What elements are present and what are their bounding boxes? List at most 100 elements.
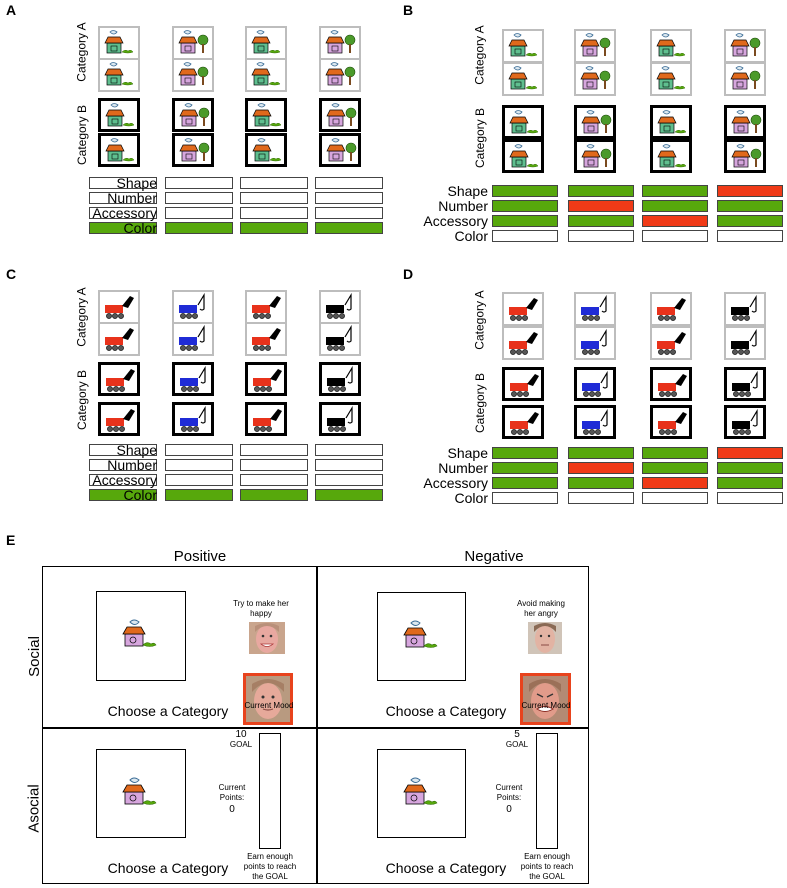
- house-stimulus-card: [650, 105, 692, 139]
- house-stimulus-card: [574, 105, 616, 139]
- feature-indicator-bar: [89, 207, 157, 219]
- points-progress-bar-negative: [536, 733, 558, 849]
- feature-color-c: Color: [123, 487, 157, 503]
- feature-indicator-bar: [240, 192, 308, 204]
- house-icon: [656, 66, 686, 90]
- truck-icon: [582, 370, 608, 397]
- feature-color-b: Color: [454, 228, 488, 244]
- truck-stimulus-card: [502, 367, 544, 401]
- truck-stimulus-card: [172, 402, 214, 436]
- feature-indicator-bar: [315, 207, 383, 219]
- truck-stimulus-card: [502, 292, 544, 326]
- truck-stimulus-card: [724, 367, 766, 401]
- truck-stimulus-card: [319, 322, 361, 356]
- truck-icon: [732, 408, 758, 435]
- feature-indicator-bar: [315, 489, 383, 501]
- house-stimulus-card: [245, 133, 287, 167]
- house-stimulus-card: [319, 133, 361, 167]
- feature-indicator-bar: [717, 215, 783, 227]
- truck-stimulus-card: [245, 322, 287, 356]
- house-stimulus-card: [502, 62, 544, 96]
- feature-indicator-bar: [165, 207, 233, 219]
- instruction-text-positive: Try to make her happy: [233, 599, 289, 618]
- truck-stimulus-card: [319, 362, 361, 396]
- feature-indicator-bar: [315, 177, 383, 189]
- vertical-divider: [316, 566, 318, 884]
- house-icon: [251, 30, 281, 54]
- house-stimulus-card: [245, 26, 287, 60]
- truck-icon: [253, 369, 282, 392]
- truck-icon: [105, 328, 134, 351]
- feature-indicator-bar: [717, 200, 783, 212]
- feature-indicator-bar: [165, 444, 233, 456]
- feature-indicator-bar: [717, 477, 783, 489]
- feature-indicator-bar: [642, 462, 708, 474]
- current-points-label-negative: Current Points:: [495, 783, 523, 802]
- truck-icon: [106, 369, 135, 392]
- feature-indicator-bar: [568, 200, 634, 212]
- truck-stimulus-card: [98, 290, 140, 324]
- feature-number-a: Number: [107, 190, 157, 206]
- feature-color-a: Color: [123, 220, 157, 236]
- house-icon: [657, 144, 687, 168]
- earn-text-positive: Earn enough points to reach the GOAL: [243, 852, 297, 881]
- feature-indicator-bar: [165, 192, 233, 204]
- house-icon: [657, 110, 687, 134]
- truck-stimulus-card: [650, 292, 692, 326]
- category-b-label-c: Category B: [75, 369, 90, 431]
- truck-stimulus-card: [650, 326, 692, 360]
- house-stimulus-card: [724, 105, 766, 139]
- house-stimulus-card: [502, 105, 544, 139]
- house-icon: [580, 33, 611, 57]
- truck-stimulus-card: [724, 292, 766, 326]
- house-stimulus-card: [574, 29, 616, 63]
- house-stimulus-card: [502, 29, 544, 63]
- house-stimulus-card: [724, 139, 766, 173]
- house-stimulus-card: [245, 58, 287, 92]
- feature-indicator-bar: [89, 192, 157, 204]
- house-stimulus-icon: [122, 777, 157, 805]
- truck-icon: [326, 292, 352, 319]
- truck-stimulus-card: [245, 362, 287, 396]
- house-stimulus-card: [319, 58, 361, 92]
- current-points-label-positive: Current Points:: [218, 783, 246, 802]
- house-icon: [325, 62, 356, 86]
- feature-indicator-bar: [568, 215, 634, 227]
- stimulus-frame-asocial-negative: [377, 749, 466, 838]
- goal-value-positive: 10: [235, 729, 247, 740]
- feature-indicator-bar: [89, 177, 157, 189]
- feature-indicator-bar: [492, 230, 558, 242]
- house-stimulus-card: [574, 139, 616, 173]
- feature-indicator-bar: [240, 489, 308, 501]
- feature-color-d: Color: [454, 490, 488, 506]
- choose-category-asocial-positive: Choose a Category: [107, 860, 229, 876]
- truck-icon: [509, 332, 538, 355]
- category-a-label-d: Category A: [472, 290, 487, 350]
- feature-indicator-bar: [492, 462, 558, 474]
- feature-accessory-d: Accessory: [423, 475, 488, 491]
- feature-indicator-bar: [89, 489, 157, 501]
- truck-icon: [658, 412, 687, 435]
- feature-shape-b: Shape: [447, 183, 488, 199]
- truck-icon: [179, 324, 205, 351]
- house-icon: [178, 62, 209, 86]
- house-icon: [509, 144, 539, 168]
- feature-indicator-bar: [642, 492, 708, 504]
- current-mood-angry-face-icon: [520, 673, 571, 725]
- feature-indicator-bar: [315, 222, 383, 234]
- goal-label-positive: GOAL: [229, 740, 253, 749]
- feature-indicator-bar: [642, 215, 708, 227]
- truck-stimulus-card: [245, 402, 287, 436]
- feature-shape-c: Shape: [116, 442, 157, 458]
- house-icon: [104, 30, 134, 54]
- stimulus-frame-asocial-positive: [96, 749, 186, 838]
- stimulus-frame-social-positive: [96, 591, 186, 681]
- house-stimulus-card: [650, 139, 692, 173]
- truck-stimulus-card: [319, 402, 361, 436]
- category-b-label-b: Category B: [473, 107, 488, 169]
- feature-shape-a: Shape: [116, 175, 157, 191]
- feature-indicator-bar: [165, 177, 233, 189]
- current-points-value-negative: 0: [506, 804, 512, 815]
- row-social-label: Social: [25, 636, 43, 677]
- feature-indicator-bar: [89, 474, 157, 486]
